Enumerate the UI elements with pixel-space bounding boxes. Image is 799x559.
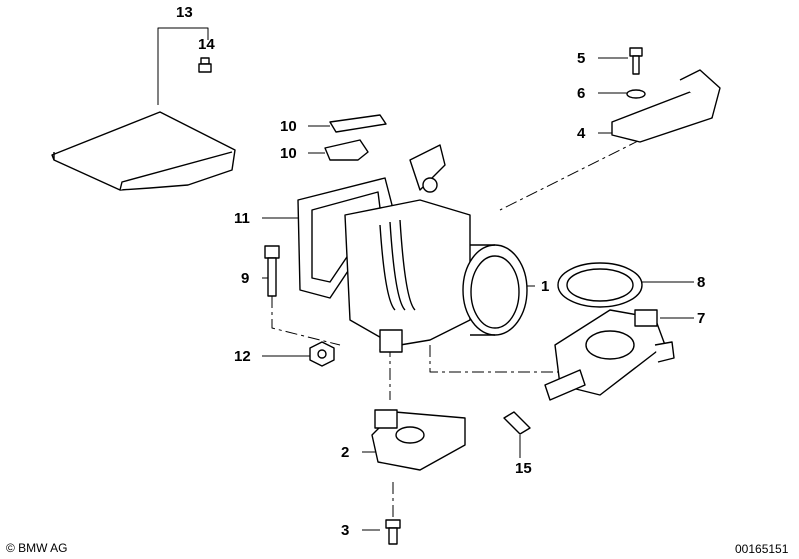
callout-3: 3 — [341, 522, 350, 539]
callout-14: 14 — [198, 36, 215, 53]
part-15-pin — [503, 411, 531, 435]
part-6-washer — [626, 89, 646, 99]
diagram-id: 00165151 — [735, 542, 789, 556]
callout-15: 15 — [515, 460, 532, 477]
callout-7: 7 — [697, 310, 706, 327]
callout-11: 11 — [234, 210, 250, 227]
callout-6: 6 — [577, 85, 586, 102]
part-2-throttle-sensor — [371, 409, 466, 471]
part-1-throttle-body — [344, 144, 528, 353]
part-8-gasket — [557, 262, 643, 308]
callout-1: 1 — [541, 278, 550, 295]
callout-12: 12 — [234, 348, 251, 365]
part-3-screw — [385, 519, 401, 545]
part-10-clips — [324, 114, 387, 161]
callout-8: 8 — [697, 274, 706, 291]
part-4-bracket — [611, 69, 721, 143]
part-9-bolt — [264, 245, 280, 297]
callout-13: 13 — [176, 4, 193, 21]
leader-lines — [157, 27, 694, 531]
part-12-nut — [309, 341, 335, 367]
callout-10a: 10 — [280, 118, 297, 135]
callout-9: 9 — [241, 270, 250, 287]
callout-5: 5 — [577, 50, 586, 67]
part-13-cover — [51, 111, 236, 191]
part-7-housing — [544, 309, 675, 401]
part-14-screw — [198, 57, 212, 73]
callout-2: 2 — [341, 444, 350, 461]
copyright-text: © BMW AG — [6, 541, 68, 555]
callout-10b: 10 — [280, 145, 297, 162]
callout-4: 4 — [577, 125, 586, 142]
part-5-bolt — [629, 47, 643, 75]
